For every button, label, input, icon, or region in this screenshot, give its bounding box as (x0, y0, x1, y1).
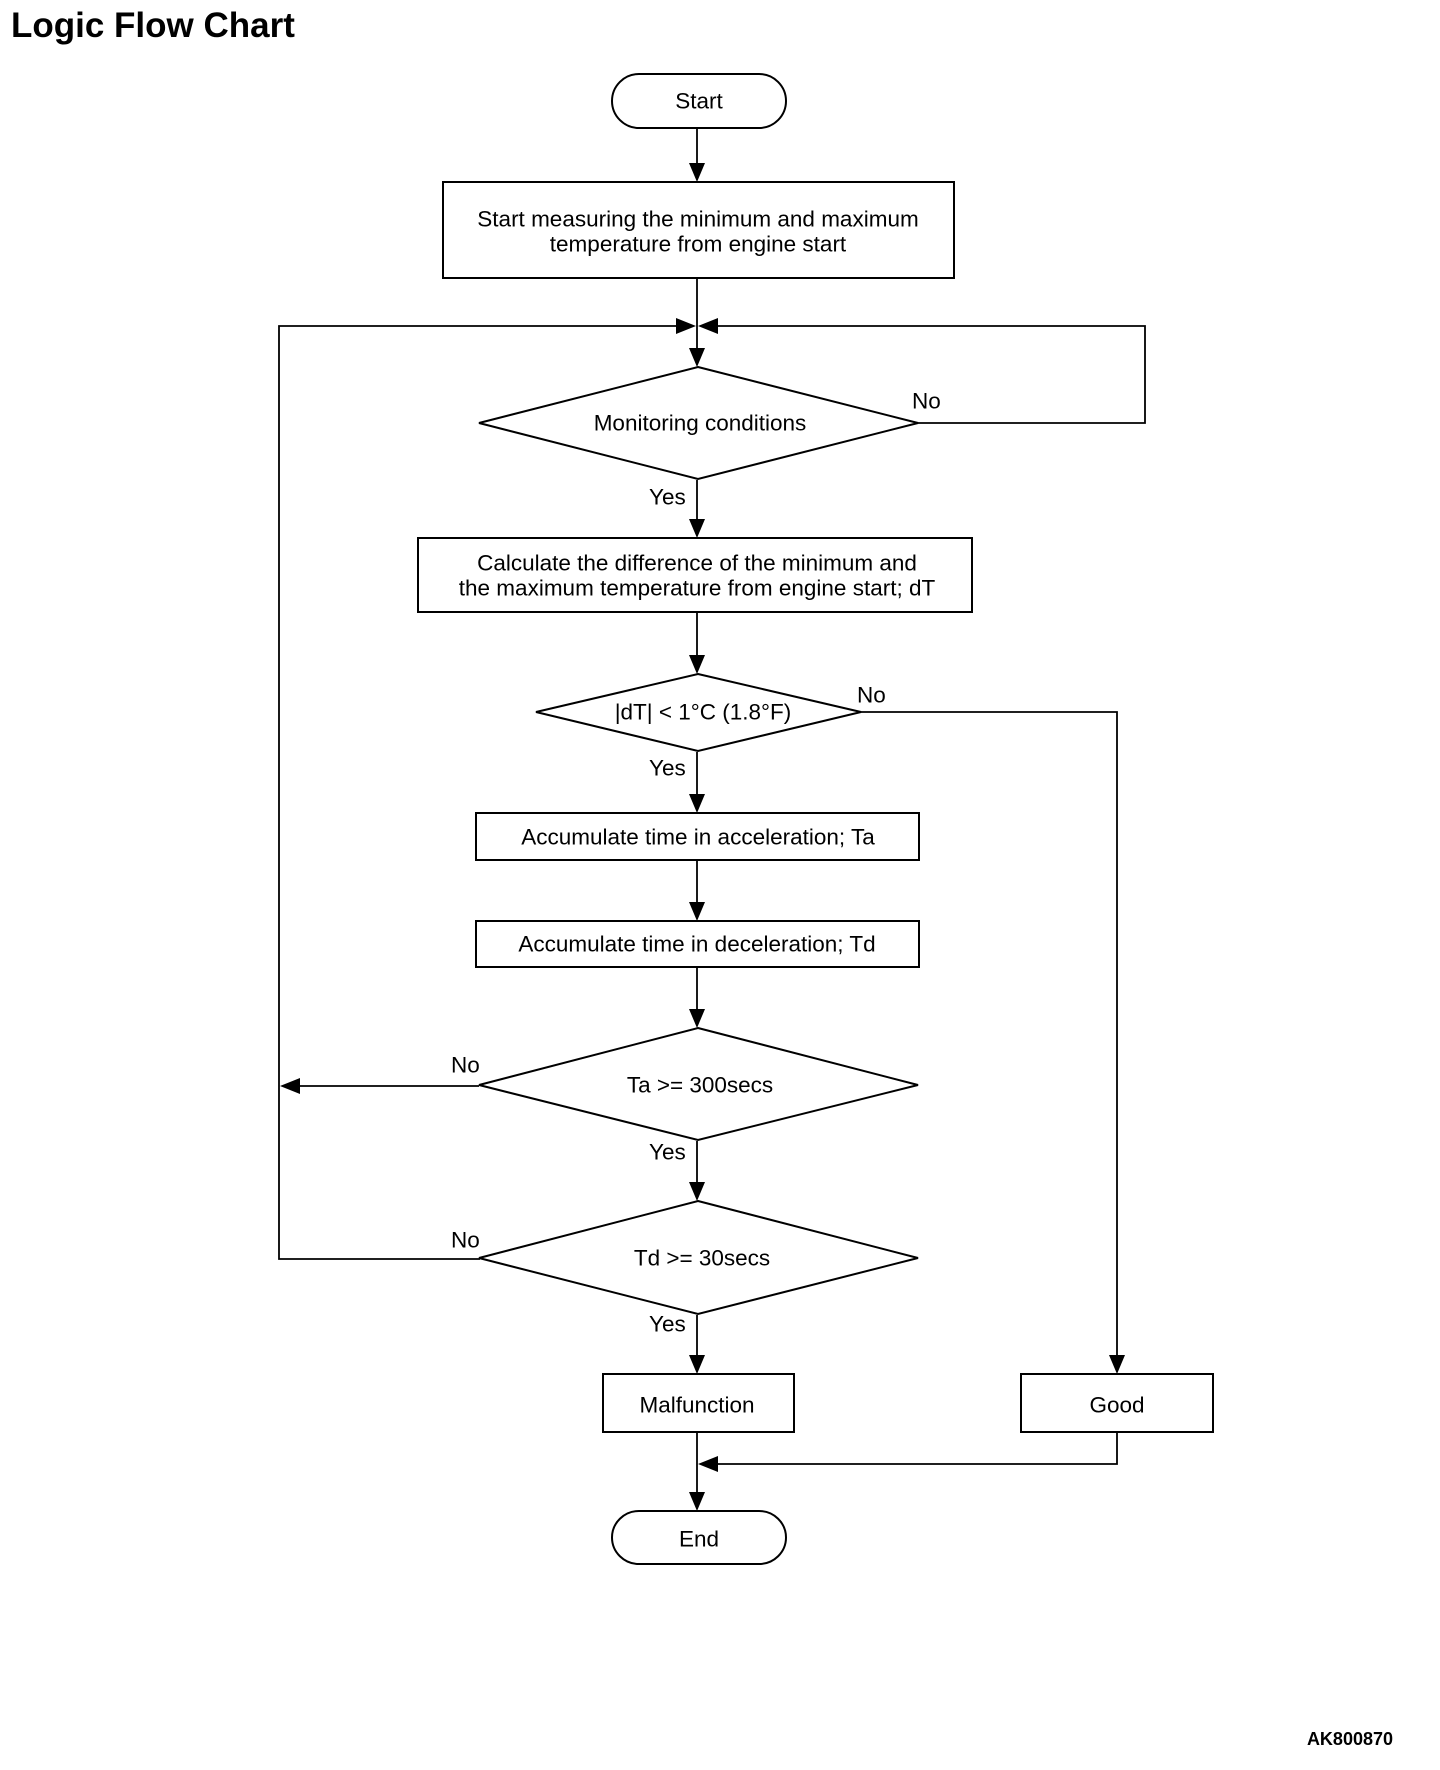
arrowhead (689, 519, 705, 538)
node-acc-ta: Accumulate time in acceleration; Ta (475, 812, 920, 861)
ta-yes-label: Yes (649, 1140, 686, 1165)
monitor-yes-label: Yes (649, 485, 686, 510)
arrowhead (280, 1078, 300, 1094)
page-title: Logic Flow Chart (11, 6, 295, 45)
td-no-label: No (451, 1228, 480, 1253)
arrowhead (689, 1009, 705, 1028)
measure-label-line-1: Start measuring the minimum and maximum (477, 207, 918, 232)
node-end: End (611, 1510, 787, 1565)
arrowhead (689, 1492, 705, 1511)
arrowhead (689, 1182, 705, 1201)
figure-id: AK800870 (1306, 1729, 1393, 1749)
calc-label-line-1: Calculate the difference of the minimum … (477, 551, 917, 576)
process-box (442, 181, 955, 279)
decision-diamond (478, 365, 919, 481)
branch-labels: No Yes No Yes No Yes No Yes (451, 389, 941, 1337)
monitor-label: Monitoring conditions (594, 411, 807, 436)
end-label: End (679, 1527, 719, 1552)
arrowhead (1109, 1355, 1125, 1374)
decision-diamond (478, 1199, 919, 1316)
arrowheads (280, 163, 1125, 1511)
process-box (417, 537, 973, 613)
node-malfunction: Malfunction (602, 1373, 795, 1433)
arrowhead (689, 348, 705, 367)
node-good: Good (1020, 1373, 1214, 1433)
arrowhead (698, 318, 718, 334)
process-box (475, 812, 920, 861)
td-yes-label: Yes (649, 1312, 686, 1337)
node-dt-check: |dT| < 1°C (1.8°F) (535, 672, 862, 753)
calc-label-line-2: the maximum temperature from engine star… (459, 576, 936, 601)
process-box (475, 920, 920, 968)
acc-ta-label: Accumulate time in acceleration; Ta (521, 825, 875, 850)
arrowhead (689, 794, 705, 813)
acc-td-label: Accumulate time in deceleration; Td (518, 932, 875, 957)
process-box (1020, 1373, 1214, 1433)
good-label: Good (1089, 1393, 1144, 1418)
monitor-no-label: No (912, 389, 941, 414)
decision-diamond (478, 1026, 919, 1142)
connector-return-loop (278, 325, 682, 1260)
node-start: Start (611, 73, 787, 129)
connector-dt-no (859, 711, 1118, 1363)
dt-check-label: |dT| < 1°C (1.8°F) (615, 700, 792, 725)
node-acc-td: Accumulate time in deceleration; Td (475, 920, 920, 968)
decision-diamond (535, 672, 862, 753)
connector-monitor-no-loop (712, 325, 1146, 424)
dt-no-label: No (857, 683, 886, 708)
arrowhead (698, 1456, 718, 1472)
measure-label-line-2: temperature from engine start (550, 232, 847, 257)
node-calc: Calculate the difference of the minimum … (417, 537, 973, 613)
process-box (602, 1373, 795, 1433)
arrowhead (689, 163, 705, 182)
malfunction-label: Malfunction (639, 1393, 754, 1418)
arrowhead (676, 318, 696, 334)
connector-good-to-end (712, 1433, 1118, 1465)
start-label: Start (675, 89, 723, 114)
ta-no-label: No (451, 1053, 480, 1078)
node-measure: Start measuring the minimum and maximum … (442, 181, 955, 279)
arrowhead (689, 1355, 705, 1374)
ta-check-label: Ta >= 300secs (627, 1073, 773, 1098)
td-check-label: Td >= 30secs (634, 1246, 770, 1271)
node-td-check: Td >= 30secs (478, 1199, 919, 1316)
node-ta-check: Ta >= 300secs (478, 1026, 919, 1142)
arrowhead (689, 902, 705, 921)
dt-yes-label: Yes (649, 756, 686, 781)
terminator-shape (611, 1510, 787, 1565)
arrowhead (689, 655, 705, 674)
node-monitor: Monitoring conditions (478, 365, 919, 481)
terminator-shape (611, 73, 787, 129)
